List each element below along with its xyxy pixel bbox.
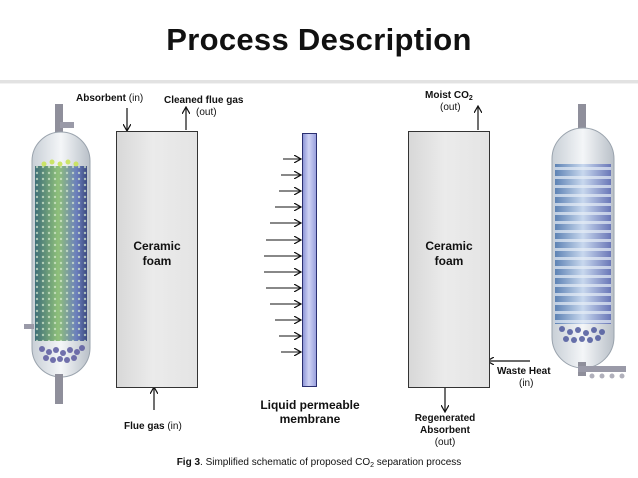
- left-column-illustration: [24, 104, 91, 404]
- caption-text-b: separation process: [374, 457, 462, 468]
- regen-line1: Regenerated: [414, 413, 476, 424]
- cleaned-gas-suffix: (out): [196, 107, 217, 118]
- right-foam-label: Ceramic foam: [408, 239, 490, 269]
- flue-gas-in-name: Flue gas: [124, 421, 165, 432]
- figure-caption: Fig 3. Simplified schematic of proposed …: [0, 457, 638, 469]
- liquid-permeable-membrane: [302, 133, 317, 387]
- absorbent-in-name: Absorbent: [76, 93, 126, 104]
- right-column-illustration: [551, 104, 626, 379]
- absorbent-in-label: Absorbent (in): [76, 93, 143, 105]
- left-foam-label: Ceramic foam: [116, 239, 198, 269]
- caption-sub: 2: [370, 462, 375, 469]
- regen-absorbent-label: Regenerated Absorbent (out): [400, 413, 490, 449]
- waste-heat-suffix: (in): [519, 378, 534, 389]
- regen-suffix: (out): [434, 437, 456, 448]
- cleaned-gas-label: Cleaned flue gas: [164, 95, 244, 106]
- caption-fig-number: Fig 3: [176, 457, 201, 468]
- membrane-label-line2: membrane: [279, 412, 341, 426]
- moist-co2-sub: 2: [468, 95, 473, 102]
- membrane-label: Liquid permeable membrane: [240, 398, 380, 426]
- caption-text-a: . Simplified schematic of proposed CO: [200, 457, 371, 468]
- flue-gas-in-label: Flue gas (in): [124, 421, 182, 433]
- membrane-label-line1: Liquid permeable: [260, 398, 360, 412]
- flue-gas-in-suffix: (in): [164, 421, 182, 432]
- slide-title: Process Description: [166, 22, 472, 57]
- absorbent-in-suffix: (in): [126, 93, 144, 104]
- membrane-flux-arrows: [264, 159, 300, 352]
- left-foam-line1: Ceramic: [133, 239, 181, 253]
- right-foam-line1: Ceramic: [425, 239, 473, 253]
- left-ceramic-foam-column: [116, 131, 198, 388]
- left-foam-line2: foam: [142, 254, 172, 268]
- regen-line2: Absorbent: [420, 425, 470, 436]
- right-ceramic-foam-column: [408, 131, 490, 388]
- waste-heat-label: Waste Heat: [497, 366, 551, 377]
- moist-co2-label: Moist CO2: [425, 90, 473, 105]
- moist-co2-prefix: Moist CO: [425, 90, 469, 101]
- header-divider: [0, 80, 638, 84]
- moist-co2-suffix: (out): [440, 102, 461, 113]
- right-foam-line2: foam: [434, 254, 464, 268]
